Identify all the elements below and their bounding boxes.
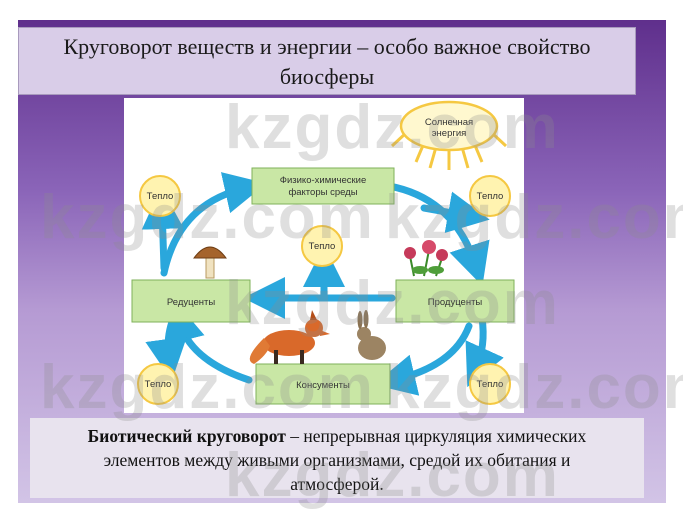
heat-circle-right-bottom: Тепло (469, 363, 511, 405)
definition-text-3: атмосферой. (290, 474, 384, 494)
definition-box: Биотический круговорот – непрерывная цир… (30, 418, 644, 498)
sun-label-2: энергия (432, 128, 467, 139)
factors-label-2: факторы среды (288, 187, 357, 198)
sun-icon: Солнечная энергия (390, 100, 508, 170)
sun-label-1: Солнечная (425, 117, 473, 128)
definition-term: Биотический круговорот (87, 426, 286, 446)
clover-flowers-icon (404, 240, 448, 277)
biotic-cycle-diagram: Солнечная энергия Физико-химические (124, 98, 524, 413)
consumers-label: Консументы (296, 380, 350, 391)
definition-text-1: – непрерывная циркуляция химических (285, 426, 587, 446)
factors-box: Физико-химические факторы среды (251, 167, 395, 205)
title-line-2: биосферы (279, 64, 375, 89)
heat-label: Тепло (147, 191, 174, 202)
fox-icon (249, 310, 330, 364)
heat-label: Тепло (145, 379, 172, 390)
factors-label-1: Физико-химические (280, 175, 367, 186)
title-line-1: Круговорот веществ и энергии – особо важ… (63, 34, 591, 59)
producers-box: Продуценты (395, 279, 515, 323)
decomposers-label: Редуценты (167, 297, 216, 308)
cycle-diagram-svg: Солнечная энергия Физико-химические (131, 100, 515, 405)
heat-label: Тепло (477, 379, 504, 390)
hare-icon (357, 310, 386, 360)
slide-title: Круговорот веществ и энергии – особо важ… (18, 27, 636, 95)
definition-text-2: элементов между живыми организмами, сред… (103, 450, 571, 470)
heat-circle-left-top: Тепло (139, 175, 181, 217)
mushroom-icon (193, 246, 227, 279)
consumers-box: Консументы (255, 363, 391, 405)
heat-label: Тепло (477, 191, 504, 202)
definition-line-1: Биотический круговорот – непрерывная цир… (40, 424, 634, 448)
heat-circle-left-bottom: Тепло (137, 363, 179, 405)
heat-circle-right-top: Тепло (469, 175, 511, 217)
heat-label: Тепло (309, 241, 336, 252)
heat-circle-center: Тепло (301, 225, 343, 267)
producers-label: Продуценты (428, 297, 483, 308)
decomposers-box: Редуценты (131, 279, 251, 323)
